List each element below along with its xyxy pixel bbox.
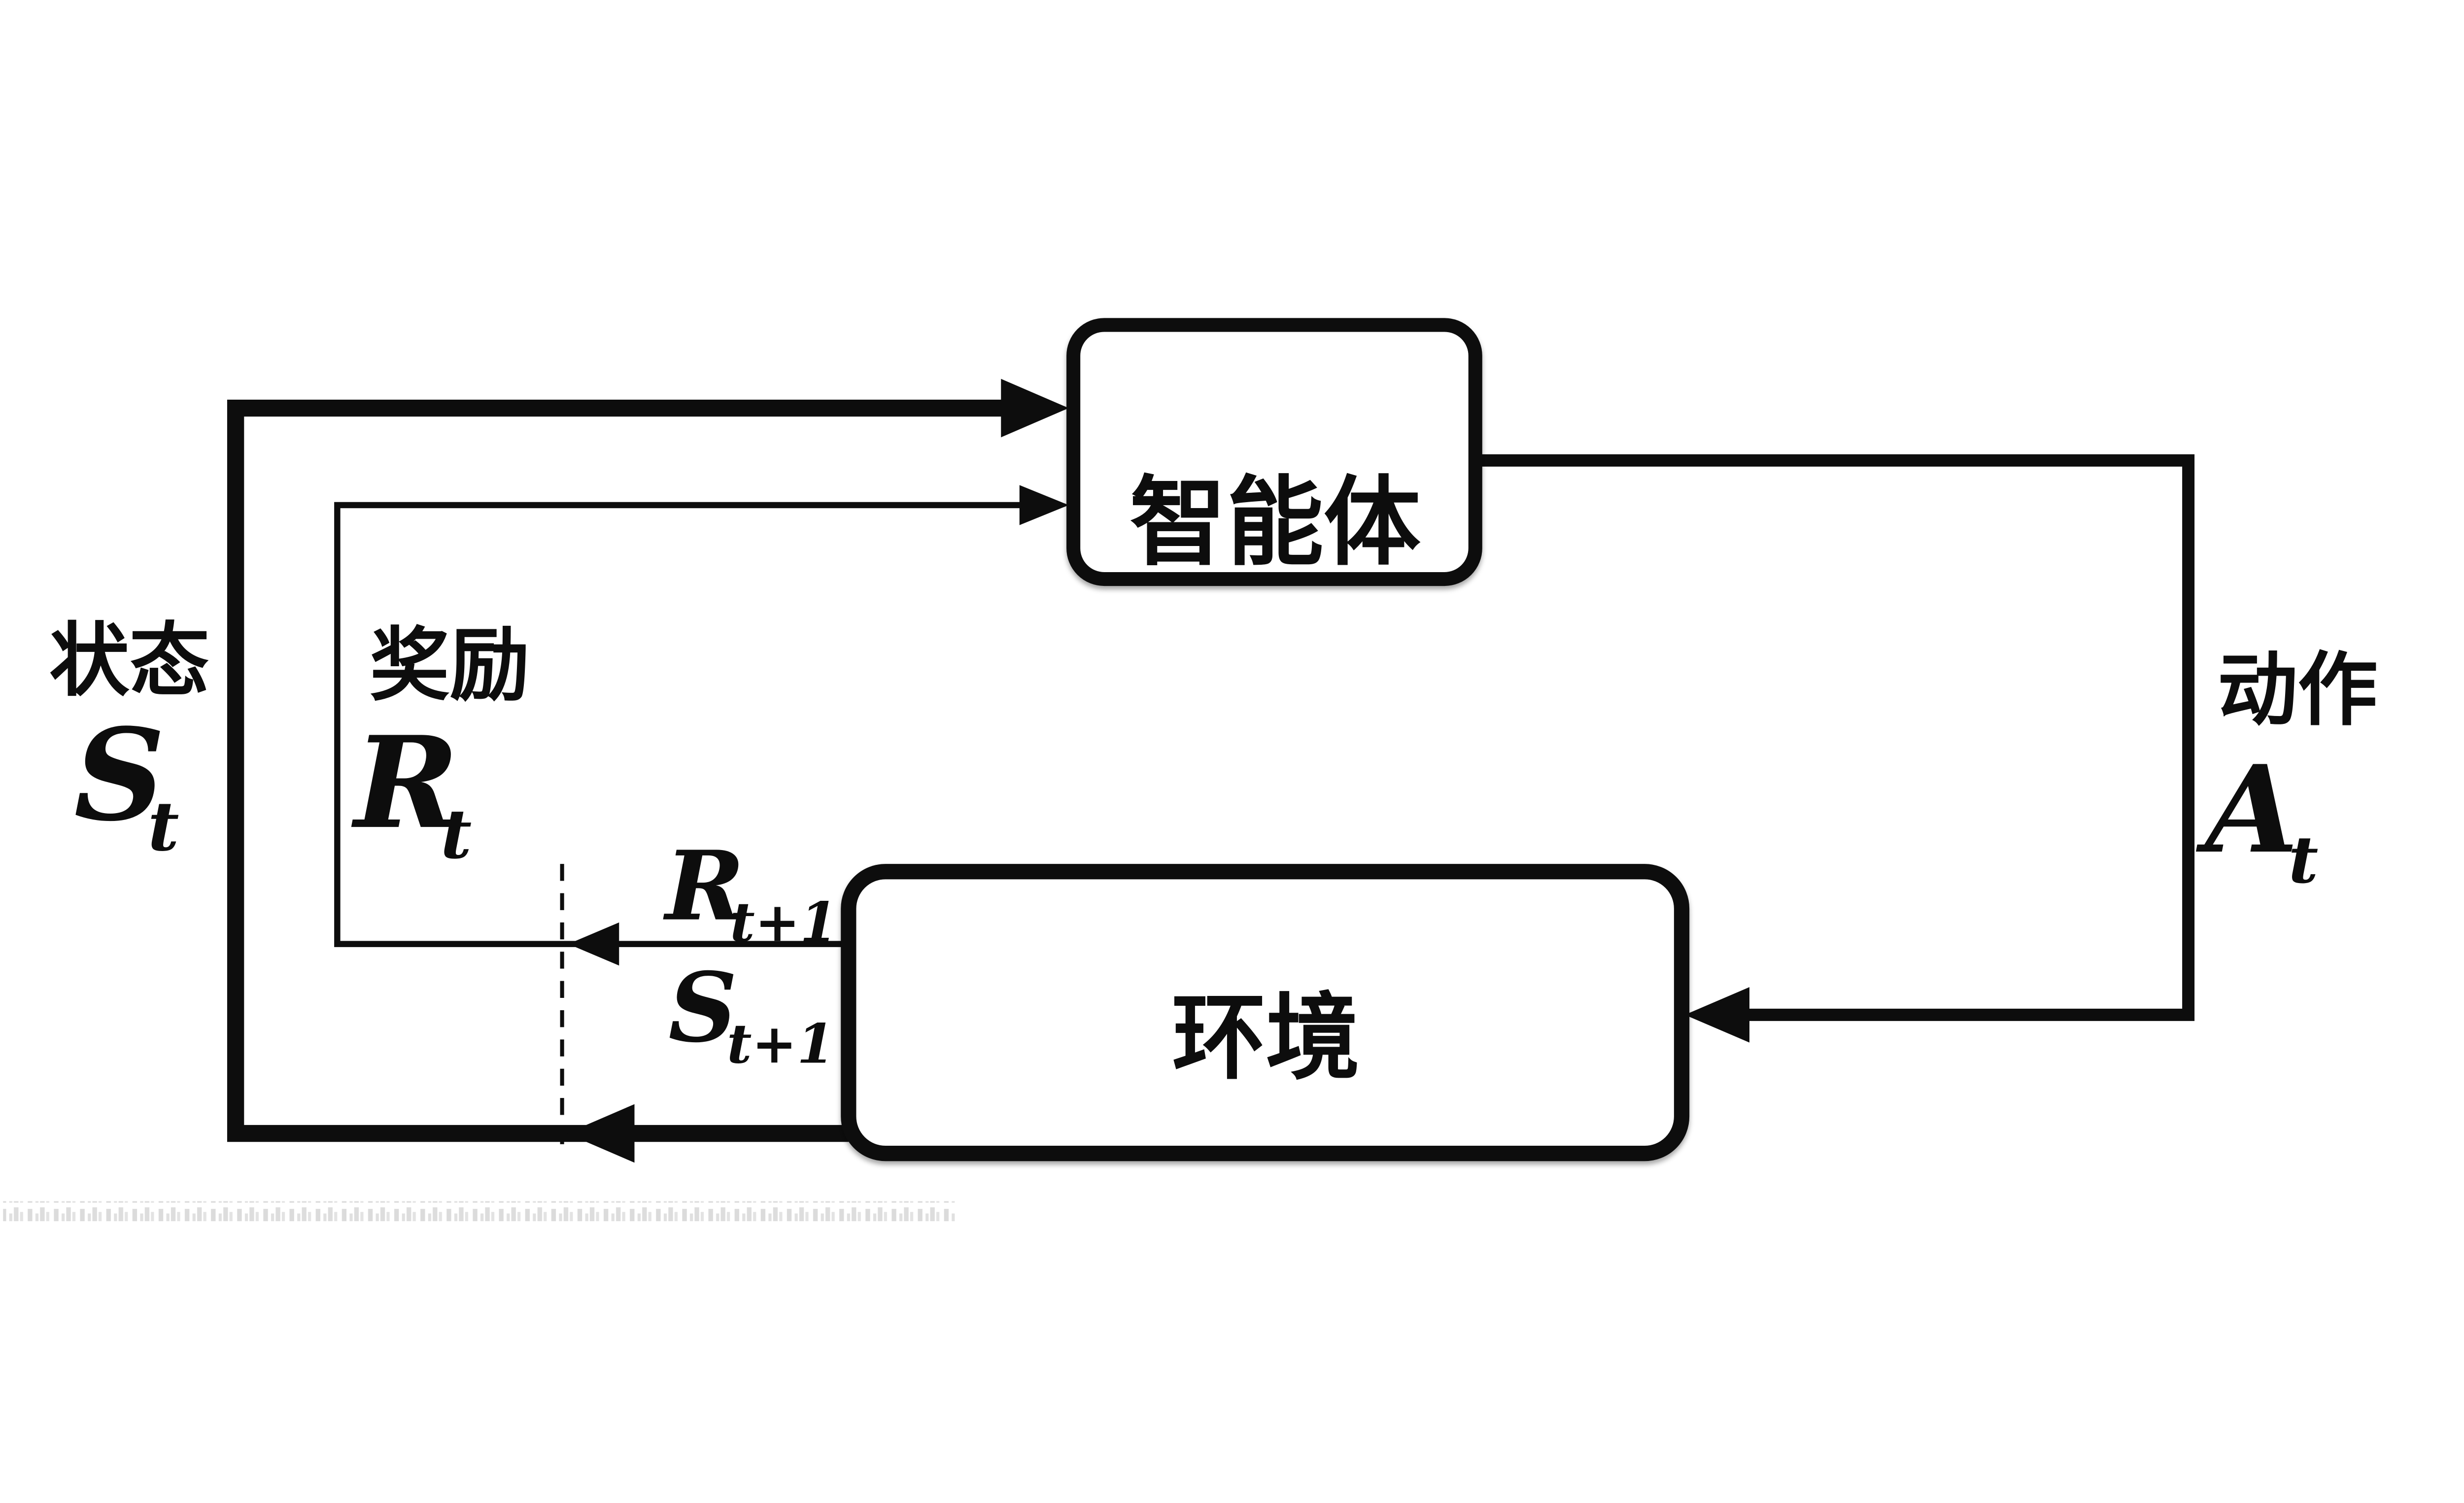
state-label-group: 状态 S t bbox=[49, 614, 209, 866]
reward-label-group: 奖励 R t bbox=[350, 618, 530, 874]
next-state-label-group: S t+1 bbox=[668, 951, 834, 1075]
state-symbol: S bbox=[74, 701, 165, 850]
action-symbol: A bbox=[2195, 739, 2298, 880]
next-state-subscript: t+1 bbox=[727, 1012, 834, 1075]
environment-box bbox=[841, 864, 1690, 1161]
state-arrowhead-into-agent bbox=[1001, 378, 1069, 438]
next-reward-arrowhead-at-boundary bbox=[568, 922, 619, 966]
environment-label: 环境 bbox=[1172, 982, 1360, 1093]
agent-label: 智能体 bbox=[1129, 465, 1421, 579]
truncated-caption-marks bbox=[3, 1201, 955, 1222]
next-state-arrowhead-at-boundary bbox=[567, 1104, 635, 1163]
state-loop-line bbox=[227, 399, 1026, 1142]
state-symbol-subscript: t bbox=[148, 787, 179, 866]
action-symbol-subscript: t bbox=[2289, 822, 2319, 898]
reward-caption-label: 奖励 bbox=[370, 618, 530, 712]
node-labels: 智能体 环境 bbox=[1129, 465, 1421, 1093]
reward-symbol: R bbox=[350, 709, 459, 857]
next-reward-symbol: R bbox=[663, 830, 745, 942]
reward-arrowhead-into-agent bbox=[1019, 485, 1069, 525]
next-state-symbol: S bbox=[668, 951, 737, 1063]
reward-symbol-subscript: t bbox=[441, 795, 472, 874]
next-reward-subscript: t+1 bbox=[730, 890, 837, 954]
action-label-group: 动作 A t bbox=[2195, 643, 2378, 897]
next-reward-label-group: R t+1 bbox=[663, 830, 837, 954]
action-caption-label: 动作 bbox=[2218, 643, 2378, 737]
agent-box bbox=[1066, 318, 1482, 586]
state-caption-label: 状态 bbox=[49, 614, 209, 708]
action-arrowhead-into-environment bbox=[1684, 987, 1749, 1043]
node-boxes bbox=[841, 318, 1690, 1161]
arrowheads bbox=[567, 378, 1749, 1163]
edge-labels: 状态 S t 奖励 R t 动作 A t R t+1 S t+1 bbox=[49, 614, 2378, 1075]
action-loop-line bbox=[1475, 454, 2195, 1021]
